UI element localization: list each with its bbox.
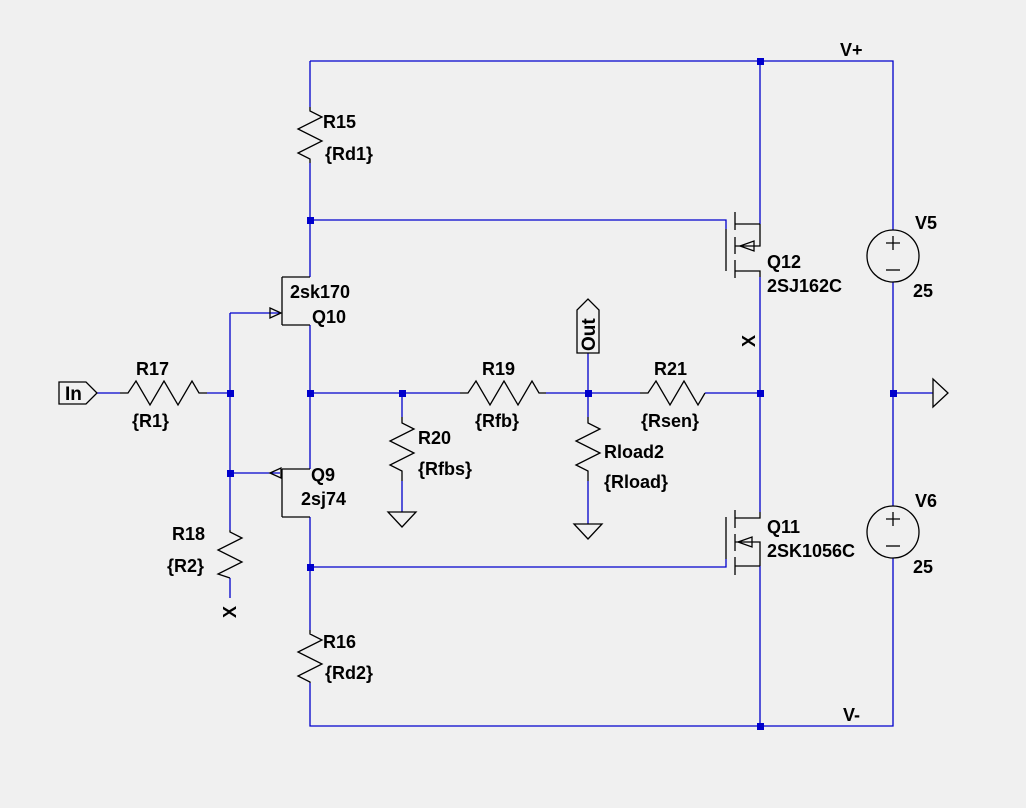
r21-resistor[interactable] xyxy=(640,379,706,407)
rload2-name: Rload2 xyxy=(604,442,664,462)
r19-resistor[interactable] xyxy=(460,379,546,407)
out-port-label: Out xyxy=(579,318,600,351)
q9-value: 2sj74 xyxy=(301,489,346,509)
wires xyxy=(97,60,933,727)
q10-jfet[interactable] xyxy=(269,276,310,326)
r18-name: R18 xyxy=(172,524,205,544)
vminus-net-label: V- xyxy=(843,705,860,725)
q11-mosfet[interactable] xyxy=(725,510,761,575)
r15-resistor[interactable] xyxy=(296,107,324,163)
in-port[interactable]: In xyxy=(58,381,98,405)
r20-resistor[interactable] xyxy=(388,417,416,481)
q12-mosfet[interactable] xyxy=(725,212,761,278)
v6-value: 25 xyxy=(913,557,933,577)
v5-value: 25 xyxy=(913,281,933,301)
q12-value: 2SJ162C xyxy=(767,276,842,296)
vplus-net-label: V+ xyxy=(840,40,863,60)
r17-name: R17 xyxy=(136,359,169,379)
r21-name: R21 xyxy=(654,359,687,379)
junctions xyxy=(227,58,897,730)
q12-name: Q12 xyxy=(767,252,801,272)
v6-name: V6 xyxy=(915,491,937,511)
r15-name: R15 xyxy=(323,112,356,132)
r19-name: R19 xyxy=(482,359,515,379)
ground-supply-icon xyxy=(932,377,949,409)
out-port[interactable]: Out xyxy=(576,298,600,354)
q11-value: 2SK1056C xyxy=(767,541,855,561)
q12-gate-wire[interactable] xyxy=(310,219,727,229)
r18-resistor[interactable] xyxy=(216,530,244,579)
rload2-value: {Rload} xyxy=(604,472,668,492)
r16-resistor[interactable] xyxy=(296,630,324,683)
r17-resistor[interactable] xyxy=(120,379,207,407)
q11-name: Q11 xyxy=(767,517,800,537)
r20-name: R20 xyxy=(418,428,451,448)
v5-name: V5 xyxy=(915,213,937,233)
q9-jfet[interactable] xyxy=(268,466,310,518)
v5-voltage-source[interactable] xyxy=(866,229,920,283)
r20-value: {Rfbs} xyxy=(418,459,472,479)
r19-value: {Rfb} xyxy=(475,411,519,431)
r15-value: {Rd1} xyxy=(325,144,373,164)
vminus-rail-wire[interactable] xyxy=(309,558,894,727)
q10-value: 2sk170 xyxy=(290,282,350,302)
in-port-label: In xyxy=(65,384,82,405)
v6-voltage-source[interactable] xyxy=(866,505,920,559)
ground-rload-icon xyxy=(572,523,604,540)
r21-value: {Rsen} xyxy=(641,411,699,431)
x-net-label-left: X xyxy=(220,606,240,618)
q11-gate-wire[interactable] xyxy=(310,559,727,568)
q10-name: Q10 xyxy=(312,307,346,327)
r16-value: {Rd2} xyxy=(325,663,373,683)
q9-name: Q9 xyxy=(311,465,335,485)
r17-value: {R1} xyxy=(132,411,169,431)
ground-r20-icon xyxy=(386,511,418,528)
x-net-label-right: X xyxy=(739,335,759,347)
r16-name: R16 xyxy=(323,632,356,652)
vplus-rail-wire[interactable] xyxy=(310,60,894,230)
rload2-resistor[interactable] xyxy=(574,417,602,481)
r18-value: {R2} xyxy=(167,556,204,576)
